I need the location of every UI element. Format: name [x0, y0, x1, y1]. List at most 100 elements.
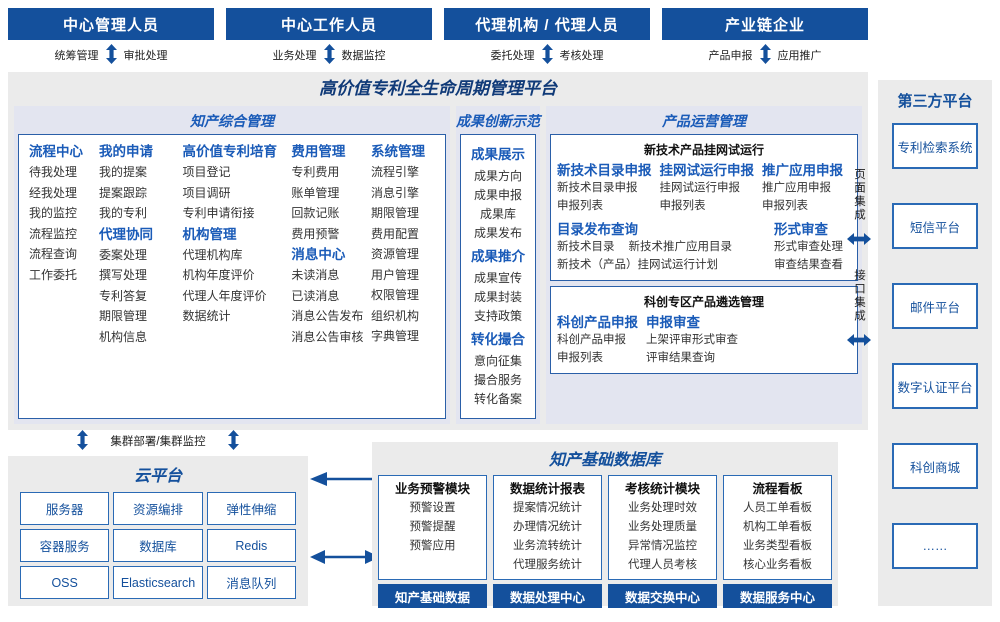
db-link[interactable]: 异常情况监控 — [628, 540, 697, 552]
cloud-service-cell[interactable]: Redis — [206, 529, 296, 562]
cloud-service-cell[interactable]: OSS — [20, 566, 110, 599]
menu-link[interactable]: 审查结果查看 — [774, 259, 843, 271]
third-party-item-1[interactable]: 专利检索系统 — [892, 123, 978, 169]
menu-link[interactable]: 成果发布 — [473, 226, 522, 240]
db-link[interactable]: 核心业务看板 — [743, 559, 812, 571]
menu-link[interactable]: 专利答复 — [98, 288, 147, 303]
actor-title[interactable]: 中心工作人员 — [226, 8, 432, 40]
db-bar[interactable]: 数据服务中心 — [723, 584, 832, 608]
cloud-service-cell[interactable]: Elasticsearch — [113, 566, 203, 599]
menu-link[interactable]: 我的专利 — [98, 206, 147, 220]
menu-link[interactable]: 提案跟踪 — [98, 185, 147, 200]
menu-link[interactable]: 形式审查处理 — [774, 241, 843, 253]
menu-link[interactable]: 专利申请衔接 — [182, 206, 255, 220]
menu-link[interactable]: 专利费用 — [291, 165, 340, 179]
menu-link[interactable]: 项目调研 — [182, 185, 231, 200]
menu-link[interactable]: 撮合服务 — [473, 373, 522, 387]
menu-link[interactable]: 机构年度评价 — [182, 268, 255, 282]
menu-link[interactable]: 成果方向 — [473, 169, 522, 183]
menu-link[interactable]: 字典管理 — [371, 329, 420, 343]
menu-link[interactable]: 期限管理 — [371, 206, 420, 220]
menu-link[interactable]: 回款记账 — [291, 206, 340, 220]
menu-link[interactable]: 费用配置 — [371, 226, 420, 241]
menu-link[interactable]: 新技术推广应用目录 — [628, 241, 733, 253]
third-party-item-3[interactable]: 邮件平台 — [892, 283, 978, 329]
menu-link[interactable]: 新技术目录 — [557, 241, 615, 253]
menu-link[interactable]: 申报列表 — [762, 200, 808, 212]
menu-link[interactable]: 成果申报 — [473, 188, 522, 202]
db-link[interactable]: 预警提醒 — [409, 521, 456, 533]
db-bar[interactable]: 数据交换中心 — [608, 584, 717, 608]
menu-link[interactable]: 代理机构库 — [182, 247, 243, 262]
menu-link[interactable]: 机构信息 — [98, 329, 147, 344]
menu-link[interactable]: 科创产品申报 — [557, 334, 626, 346]
menu-link[interactable]: 待我处理 — [29, 165, 78, 179]
menu-link[interactable]: 支持政策 — [473, 309, 522, 323]
db-link[interactable]: 业务处理时效 — [628, 502, 697, 514]
menu-link[interactable]: 上架评审形式审查 — [646, 334, 738, 346]
db-link[interactable]: 业务处理质量 — [628, 521, 697, 533]
menu-link[interactable]: 经我处理 — [29, 185, 78, 200]
db-link[interactable]: 人员工单看板 — [743, 502, 812, 514]
menu-link[interactable]: 新技术（产品）挂网试运行计划 — [557, 259, 718, 271]
db-link[interactable]: 代理服务统计 — [513, 559, 582, 571]
menu-link[interactable]: 项目登记 — [182, 165, 231, 179]
menu-link[interactable]: 撰写处理 — [98, 268, 147, 282]
db-link[interactable]: 预警应用 — [409, 540, 456, 552]
menu-link[interactable]: 数据统计 — [182, 309, 231, 323]
db-link[interactable]: 办理情况统计 — [513, 521, 582, 533]
cloud-service-cell[interactable]: 服务器 — [20, 492, 110, 525]
menu-link[interactable]: 申报列表 — [557, 352, 603, 364]
cloud-service-cell[interactable]: 数据库 — [113, 529, 203, 562]
menu-link[interactable]: 消息公告发布 — [291, 309, 364, 323]
menu-link[interactable]: 委案处理 — [98, 247, 147, 262]
menu-link[interactable]: 流程查询 — [29, 247, 78, 261]
menu-link[interactable]: 未读消息 — [291, 268, 340, 282]
third-party-item-2[interactable]: 短信平台 — [892, 203, 978, 249]
db-link[interactable]: 预警设置 — [409, 502, 456, 514]
cloud-service-cell[interactable]: 容器服务 — [20, 529, 110, 562]
actor-title[interactable]: 中心管理人员 — [8, 8, 214, 40]
actor-title[interactable]: 代理机构 / 代理人员 — [444, 8, 650, 40]
menu-link[interactable]: 期限管理 — [98, 309, 147, 323]
third-party-item-5[interactable]: 科创商城 — [892, 443, 978, 489]
menu-link[interactable]: 消息公告审核 — [291, 329, 364, 344]
menu-link[interactable]: 成果封装 — [473, 290, 522, 304]
db-link[interactable]: 机构工单看板 — [743, 521, 812, 533]
menu-link[interactable]: 账单管理 — [291, 185, 340, 200]
menu-link[interactable]: 新技术目录申报 — [557, 182, 638, 194]
menu-link[interactable]: 推广应用申报 — [762, 182, 831, 194]
menu-link[interactable]: 转化备案 — [473, 392, 522, 406]
menu-link[interactable]: 流程监控 — [29, 226, 78, 241]
menu-link[interactable]: 意向征集 — [473, 354, 522, 368]
third-party-item-6[interactable]: …… — [892, 523, 978, 569]
menu-link[interactable]: 申报列表 — [659, 200, 706, 212]
cloud-service-cell[interactable]: 消息队列 — [206, 566, 296, 599]
menu-link[interactable]: 申报列表 — [557, 200, 603, 212]
db-link[interactable]: 代理人员考核 — [628, 559, 697, 571]
db-link[interactable]: 提案情况统计 — [513, 502, 582, 514]
menu-link[interactable]: 组织机构 — [371, 308, 420, 323]
menu-link[interactable]: 权限管理 — [371, 288, 420, 302]
menu-link[interactable]: 已读消息 — [291, 288, 340, 303]
menu-link[interactable]: 我的提案 — [98, 165, 147, 179]
actor-title[interactable]: 产业链企业 — [662, 8, 868, 40]
menu-link[interactable]: 资源管理 — [371, 247, 420, 261]
menu-link[interactable]: 费用预警 — [291, 226, 340, 241]
db-bar[interactable]: 数据处理中心 — [493, 584, 602, 608]
menu-link[interactable]: 工作委托 — [29, 267, 78, 282]
db-link[interactable]: 业务流转统计 — [513, 540, 582, 552]
menu-link[interactable]: 成果库 — [479, 207, 516, 221]
menu-link[interactable]: 我的监控 — [29, 206, 78, 220]
menu-link[interactable]: 用户管理 — [371, 267, 420, 282]
third-party-item-4[interactable]: 数字认证平台 — [892, 363, 978, 409]
menu-link[interactable]: 流程引擎 — [371, 165, 420, 179]
menu-link[interactable]: 成果宣传 — [473, 271, 522, 285]
menu-link[interactable]: 代理人年度评价 — [182, 288, 267, 303]
menu-link[interactable]: 消息引擎 — [371, 185, 420, 200]
db-link[interactable]: 业务类型看板 — [743, 540, 812, 552]
cloud-service-cell[interactable]: 资源编排 — [113, 492, 203, 525]
menu-link[interactable]: 挂网试运行申报 — [659, 182, 741, 194]
cloud-service-cell[interactable]: 弹性伸缩 — [206, 492, 296, 525]
menu-link[interactable]: 评审结果查询 — [646, 352, 715, 364]
